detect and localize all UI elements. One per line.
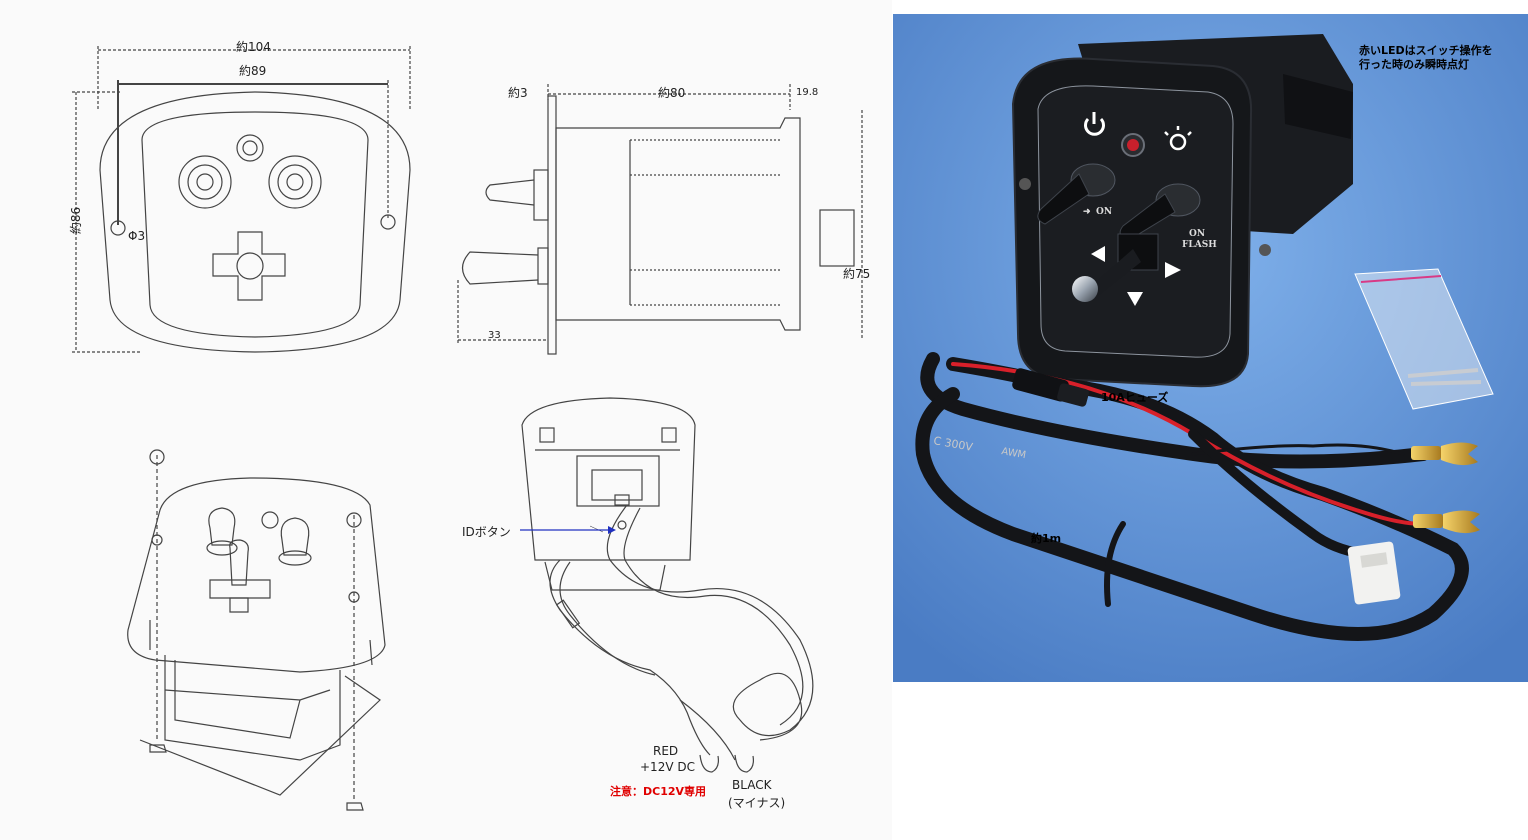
front-view-drawing	[72, 46, 411, 353]
red-wire-voltage-label: +12V DC	[640, 760, 695, 774]
front-width-outer-label: 約104	[236, 40, 271, 54]
front-hole-label: Φ3	[128, 229, 146, 243]
id-button-arrowhead	[608, 526, 616, 534]
wiring-harness	[915, 352, 1469, 641]
panel-on-flash-label-1: ON	[1189, 229, 1205, 239]
side-depth-label: 約80	[658, 86, 686, 100]
black-wire-sub-label: (マイナス)	[728, 796, 786, 810]
panel-on-label: ON	[1096, 207, 1112, 217]
ring-terminal-2	[1413, 510, 1480, 534]
led-note-label: 赤いLEDはスイッチ操作を 行った時のみ瞬時点灯	[1359, 44, 1493, 71]
red-wire-label: RED	[653, 744, 679, 758]
technical-drawings-panel: 約104 約89 約86 Φ3 約3 約80 19.8 約75 33 IDボタン…	[69, 40, 871, 811]
product-photo-panel: ➜ ON ON FLASH	[893, 14, 1528, 682]
side-flange-label: 約3	[508, 86, 528, 100]
black-wire-label: BLACK	[732, 778, 772, 792]
arrow-right-icon	[1165, 262, 1181, 278]
panel-on-arrow-icon: ➜	[1083, 207, 1091, 217]
cable-length-label: 約1m	[1031, 532, 1062, 545]
id-button-label: IDボタン	[462, 525, 511, 539]
cable-print-2: AWM	[1000, 446, 1026, 461]
direction-joystick	[1072, 233, 1181, 306]
power-icon	[1084, 112, 1105, 136]
front-width-inner-label: 約89	[239, 64, 267, 78]
panel-on-flash-label-2: FLASH	[1182, 240, 1217, 250]
white-connector	[1347, 541, 1401, 605]
wiring-view-drawing	[521, 397, 814, 773]
exploded-view-drawing	[127, 449, 386, 811]
joystick-chrome-knob	[1072, 276, 1098, 302]
side-view-drawing	[457, 84, 863, 355]
side-height-label: 約75	[843, 267, 871, 281]
arrow-left-icon	[1091, 246, 1105, 262]
ring-terminal-1	[1411, 442, 1478, 466]
power-toggle-switch	[1037, 163, 1116, 225]
caution-label: 注意：DC12V専用	[610, 785, 707, 798]
front-height-label: 約86	[69, 206, 84, 235]
screw-bag	[1354, 268, 1494, 410]
side-top-small-label: 19.8	[796, 87, 819, 98]
technical-drawings-svg	[72, 46, 863, 811]
fuse-holder	[1012, 368, 1089, 407]
arrow-down-icon	[1127, 292, 1143, 306]
light-icon	[1164, 126, 1192, 151]
side-bottom-small-label: 33	[488, 330, 501, 341]
fuse-label: 10Aヒューズ	[1101, 391, 1169, 404]
product-photo-svg: ➜ ON ON FLASH	[893, 14, 1528, 682]
